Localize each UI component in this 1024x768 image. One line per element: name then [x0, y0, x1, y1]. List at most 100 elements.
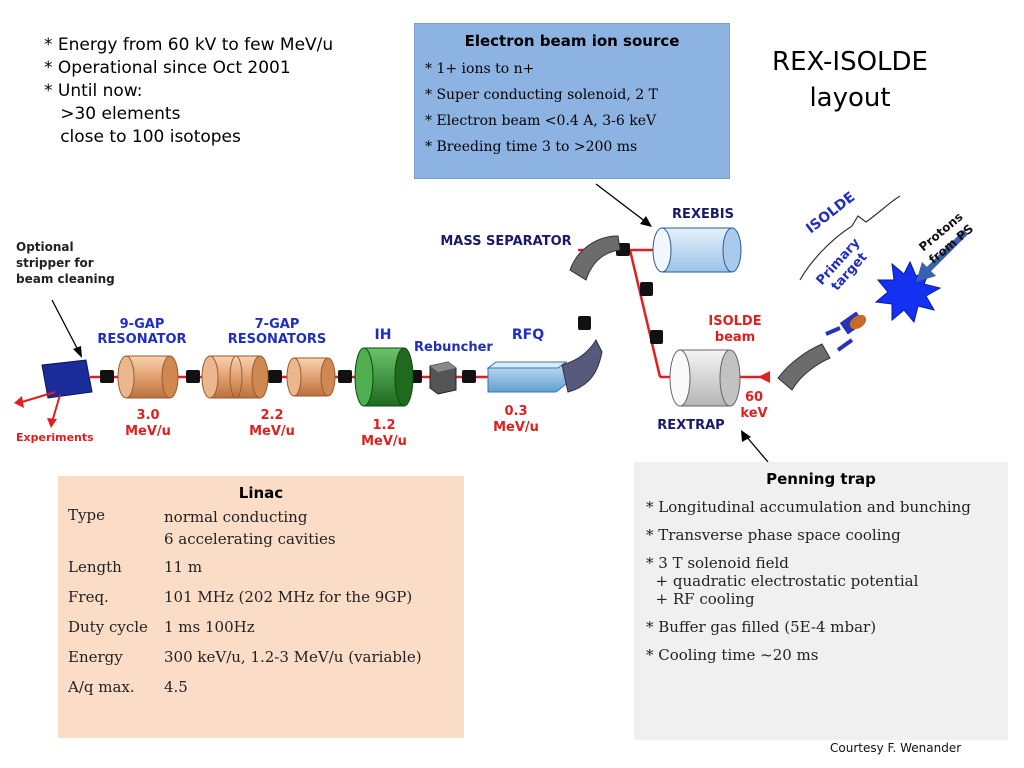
- linac-key: Energy: [68, 648, 123, 666]
- rextrap-label: REXTRAP: [657, 418, 725, 433]
- label-line: 60: [744, 390, 764, 405]
- intro-line: * Until now:: [44, 81, 143, 101]
- penning-item: * Buffer gas filled (5E-4 mbar): [646, 618, 877, 636]
- linac-value: 1 ms 100Hz: [164, 618, 255, 636]
- rebuncher-label: Rebuncher: [414, 340, 493, 355]
- label-line: beam: [714, 330, 756, 345]
- energy-label-2-2: 2.2 MeV/u: [242, 408, 302, 440]
- ebis-pointer-head: [640, 216, 652, 227]
- experiments-station: [14, 359, 93, 428]
- ebis-item: * Breeding time 3 to >200 ms: [425, 139, 638, 155]
- energy-label-60kev: 60 keV: [734, 390, 774, 422]
- penning-pointer: [745, 435, 769, 463]
- stripper-pointer: [51, 299, 79, 351]
- linac-row: Duty cycle 1 ms 100Hz: [68, 618, 454, 648]
- linac-value: normal conducting 6 accelerating cavitie…: [164, 508, 336, 548]
- stripper-note: Optional stripper for beam cleaning: [16, 239, 115, 287]
- ih-label: IH: [374, 327, 392, 343]
- energy-label-3-0: 3.0 MeV/u: [118, 408, 178, 440]
- penning-item: * Transverse phase space cooling: [646, 526, 901, 544]
- label-line: 7-GAP: [254, 317, 300, 332]
- ebis-item: * Electron beam <0.4 A, 3-6 keV: [425, 113, 657, 129]
- proton-beam-arrowhead: [916, 262, 936, 282]
- intro-line: close to 100 isotopes: [44, 127, 241, 147]
- linac-value: 300 keV/u, 1.2-3 MeV/u (variable): [164, 648, 422, 666]
- credit-text: Courtesy F. Wenander: [830, 741, 962, 755]
- seven-gap-label: 7-GAP RESONATORS: [222, 317, 332, 347]
- label-line: keV: [740, 406, 768, 421]
- linac-heading: Linac: [238, 484, 284, 502]
- experiments-label: Experiments: [16, 431, 94, 444]
- nine-gap-resonator: [117, 355, 179, 399]
- rextrap-cylinder: [669, 349, 741, 407]
- ebis-heading: Electron beam ion source: [464, 32, 680, 50]
- linac-key: Freq.: [68, 588, 109, 606]
- bending-magnet-lower: [561, 338, 603, 393]
- title-line: layout: [809, 83, 891, 113]
- intro-list: * Energy from 60 kV to few MeV/u * Opera…: [44, 34, 333, 149]
- slide-title: REX-ISOLDE layout: [740, 44, 960, 116]
- label-line: RESONATORS: [227, 332, 327, 347]
- ebis-list: * 1+ ions to n+ * Super conducting solen…: [415, 56, 729, 160]
- linac-row: Length 11 m: [68, 558, 454, 588]
- stripper-note-line: Optional: [16, 240, 74, 254]
- mass-separator-label: MASS SEPARATOR: [440, 234, 572, 249]
- stripper-note-line: stripper for: [16, 256, 94, 270]
- label-line: MeV/u: [249, 424, 295, 439]
- ebis-item: * 1+ ions to n+: [425, 61, 535, 77]
- energy-label-1-2: 1.2 MeV/u: [354, 418, 414, 450]
- isolde-bend-magnet: [777, 343, 831, 391]
- isolde-target: [825, 311, 867, 352]
- proton-beam-arrow: [925, 229, 969, 273]
- label-line: MeV/u: [361, 434, 407, 449]
- rexebis-label: REXEBIS: [672, 207, 734, 222]
- label-line: 3.0: [136, 408, 160, 423]
- penning-trap-box: Penning trap * Longitudinal accumulation…: [634, 462, 1008, 740]
- ebis-item: * Super conducting solenoid, 2 T: [425, 87, 658, 103]
- linac-value: 11 m: [164, 558, 203, 576]
- isolde-beam-label: ISOLDE beam: [702, 314, 768, 346]
- label-line: 0.3: [504, 404, 528, 419]
- energy-label-0-3: 0.3 MeV/u: [486, 404, 546, 436]
- ebis-info-box: Electron beam ion source * 1+ ions to n+…: [414, 23, 730, 179]
- penning-item: * Cooling time ~20 ms: [646, 646, 819, 664]
- linac-key: Length: [68, 558, 122, 576]
- penning-item: * 3 T solenoid field + quadratic electro…: [646, 554, 919, 608]
- penning-item: * Longitudinal accumulation and bunching: [646, 498, 971, 516]
- intro-line: * Energy from 60 kV to few MeV/u: [44, 35, 334, 55]
- linac-value: 101 MHz (202 MHz for the 9GP): [164, 588, 413, 606]
- linac-row: Type normal conducting 6 accelerating ca…: [68, 506, 454, 558]
- penning-list: * Longitudinal accumulation and bunching…: [646, 498, 996, 664]
- linac-row: A/q max. 4.5: [68, 678, 454, 708]
- linac-value: 4.5: [164, 678, 188, 696]
- mass-separator-magnet: [569, 235, 621, 281]
- ebis-pointer: [595, 183, 647, 223]
- title-line: REX-ISOLDE: [772, 47, 928, 77]
- intro-line: * Operational since Oct 2001: [44, 58, 291, 78]
- label-line: MeV/u: [125, 424, 171, 439]
- stripper-note-line: beam cleaning: [16, 272, 115, 286]
- linac-key: A/q max.: [68, 678, 135, 696]
- penning-heading: Penning trap: [766, 470, 876, 488]
- linac-row: Energy 300 keV/u, 1.2-3 MeV/u (variable): [68, 648, 454, 678]
- seven-gap-resonators: [201, 355, 336, 399]
- rebuncher-block: [429, 361, 457, 395]
- label-line: 9-GAP: [119, 317, 165, 332]
- rexebis-cylinder: [652, 227, 742, 273]
- linac-key: Type: [68, 506, 105, 524]
- rfq-block: [486, 361, 568, 393]
- rfq-label: RFQ: [511, 327, 545, 343]
- isolde-brace: [799, 195, 901, 281]
- beam-arrow-60kev: [758, 371, 770, 383]
- label-line: 1.2: [372, 418, 396, 433]
- linac-info-box: Linac Type normal conducting 6 accelerat…: [58, 476, 464, 738]
- intro-line: >30 elements: [44, 104, 181, 124]
- penning-pointer-head: [741, 430, 751, 442]
- linac-row: Freq. 101 MHz (202 MHz for the 9GP): [68, 588, 454, 618]
- stripper-pointer-head: [73, 346, 82, 358]
- nine-gap-label: 9-GAP RESONATOR: [94, 317, 190, 347]
- label-line: 2.2: [260, 408, 284, 423]
- label-line: RESONATOR: [97, 332, 187, 347]
